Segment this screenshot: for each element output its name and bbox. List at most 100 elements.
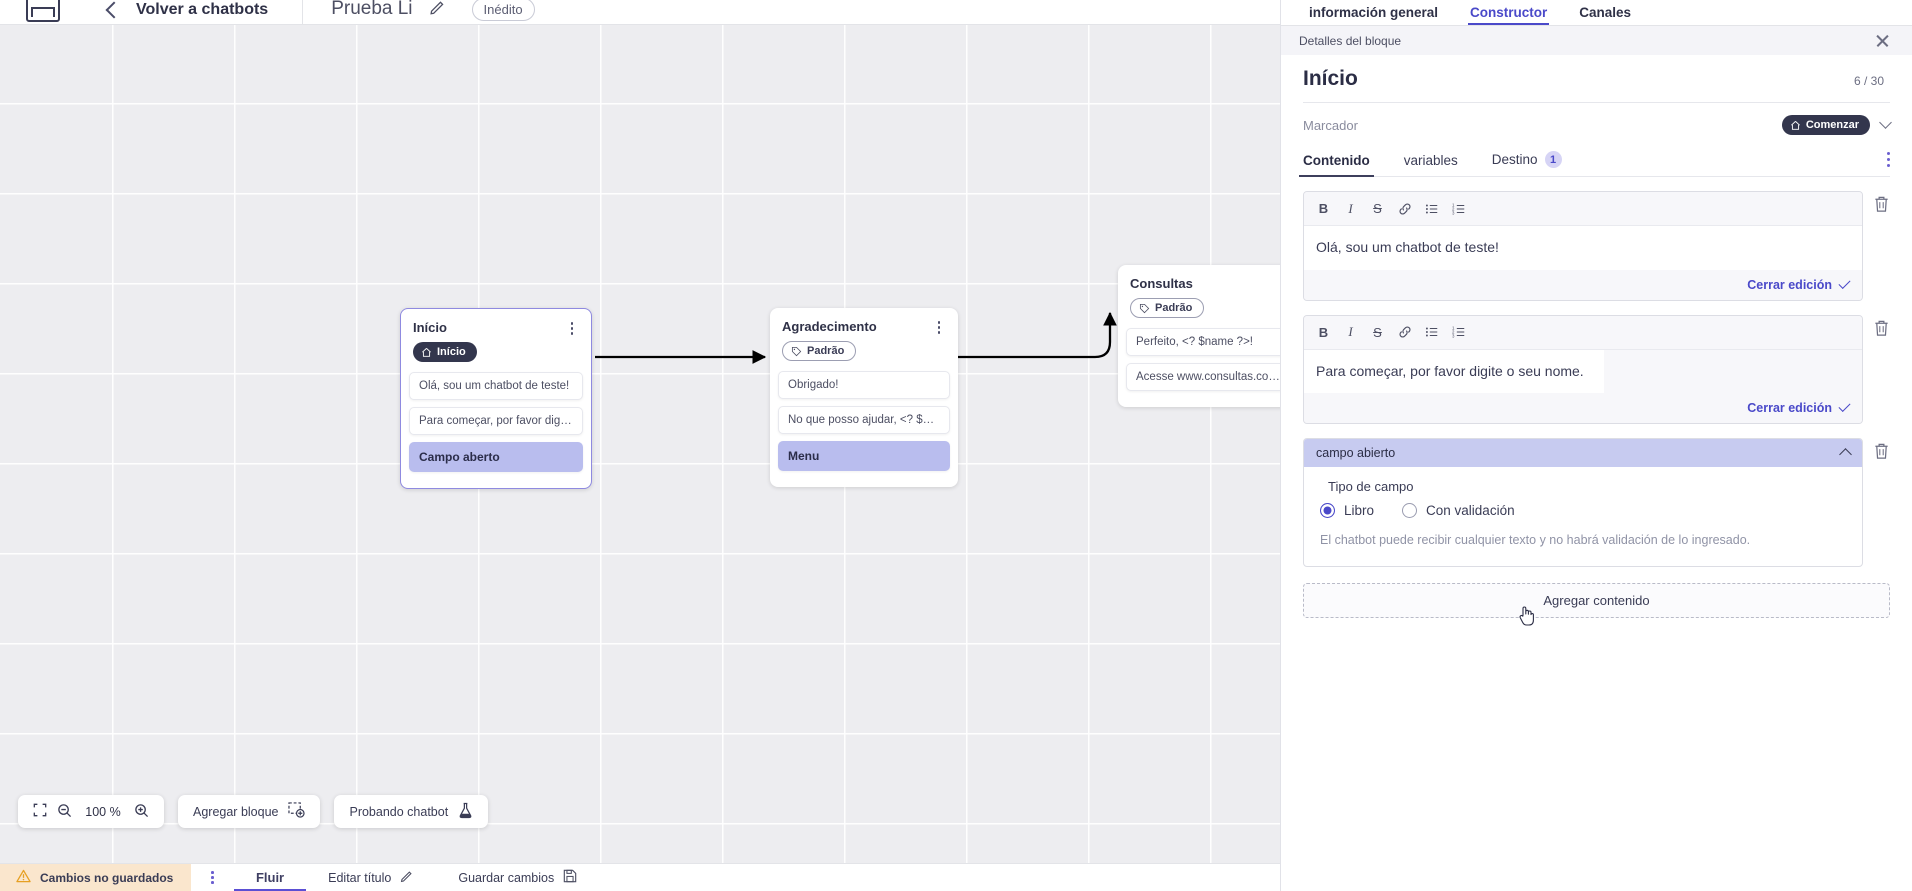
flow-node-consultas[interactable]: Consultas Padrão Perfeito, <? $name ?>! … <box>1118 265 1306 407</box>
editor-footer: Cerrar edición <box>1304 269 1862 300</box>
field-help-text: El chatbot puede recibir cualquier texto… <box>1320 533 1751 548</box>
test-chatbot-button[interactable]: Probando chatbot <box>334 795 489 828</box>
block-counter: 6 / 30 <box>1853 74 1884 88</box>
warning-triangle-icon <box>16 869 31 886</box>
node-message-row[interactable]: No que posso ajudar, <? $name ... <box>778 405 950 434</box>
status-menu-button[interactable] <box>191 864 234 891</box>
pencil-icon[interactable] <box>429 0 446 20</box>
open-field-header[interactable]: campo abierto <box>1304 439 1862 468</box>
editor-content[interactable]: Olá, sou um chatbot de teste! <box>1304 226 1862 270</box>
node-menu-button[interactable] <box>565 320 579 335</box>
flow-node-agradecimento[interactable]: Agradecimento Padrão Obrigado! No que po… <box>770 308 958 487</box>
marcador-label: Marcador <box>1303 117 1358 133</box>
open-field-body: Tipo de campo Libro Con validación <box>1304 467 1862 566</box>
canvas-toolbar: 100 % Agregar bloque Probando chatbot <box>18 795 489 828</box>
close-edit-link[interactable]: Cerrar edición <box>1747 277 1832 292</box>
node-badge-padrao: Padrão <box>1130 298 1205 318</box>
tab-variables[interactable]: variables <box>1403 153 1458 168</box>
node-badge-inicio: Início <box>413 342 477 362</box>
tab-fluir[interactable]: Fluir <box>233 864 307 891</box>
bullet-list-icon[interactable] <box>1418 198 1445 219</box>
node-message-row[interactable]: Para começar, por favor digite o ... <box>409 406 583 435</box>
fit-screen-icon[interactable] <box>33 803 47 820</box>
bullet-list-icon[interactable] <box>1418 322 1445 343</box>
italic-icon[interactable]: I <box>1348 324 1353 340</box>
block-details-panel: información general Constructor Canales … <box>1280 0 1912 891</box>
close-icon[interactable] <box>1875 33 1890 48</box>
node-message-row[interactable]: Menu <box>778 440 950 471</box>
node-title: Consultas <box>1130 276 1193 291</box>
status-badge: Inédito <box>471 0 535 21</box>
add-block-button[interactable]: Agregar bloque <box>178 795 321 828</box>
trash-icon[interactable] <box>1873 442 1890 460</box>
tag-icon <box>791 346 802 356</box>
save-changes-button[interactable]: Guardar cambios <box>436 864 599 891</box>
svg-text:2: 2 <box>1452 330 1455 335</box>
marcador-badge[interactable]: Comenzar <box>1781 115 1870 135</box>
node-badge-padrao: Padrão <box>782 341 857 361</box>
node-message-row[interactable]: Perfeito, <? $name ?>! <box>1126 327 1298 356</box>
page-title: Início <box>1303 67 1358 90</box>
editor-content[interactable]: Para começar, por favor digite o seu nom… <box>1304 349 1604 394</box>
trash-icon[interactable] <box>1873 195 1890 213</box>
node-header: Consultas <box>1118 265 1306 291</box>
pencil-icon <box>400 869 414 886</box>
node-badge-row: Início <box>401 335 591 372</box>
zoom-out-icon[interactable] <box>57 803 72 821</box>
radio-option-con-validacion[interactable]: Con validación <box>1402 503 1515 519</box>
node-badge-row: Padrão <box>770 334 958 371</box>
home-icon <box>1790 120 1800 130</box>
radio-option-libro[interactable]: Libro <box>1320 503 1375 519</box>
node-title: Agradecimento <box>782 319 877 334</box>
marcador-control[interactable]: Comenzar <box>1781 115 1892 135</box>
node-menu-button[interactable] <box>932 319 946 334</box>
link-icon[interactable] <box>1391 198 1418 219</box>
node-badge-row: Padrão <box>1118 291 1306 328</box>
app-logo-icon[interactable] <box>26 0 60 22</box>
strikethrough-icon[interactable]: S <box>1373 201 1382 216</box>
node-message-row[interactable]: Acesse www.consultas.com par... <box>1126 362 1298 391</box>
bold-icon[interactable]: B <box>1318 201 1329 216</box>
strikethrough-icon[interactable]: S <box>1373 324 1382 340</box>
tag-icon <box>1139 303 1150 313</box>
add-content-button[interactable]: Agregar contenido <box>1303 583 1890 626</box>
edit-title-button[interactable]: Editar título <box>306 864 436 891</box>
radio-icon[interactable] <box>1402 503 1418 519</box>
node-message-row[interactable]: Obrigado! <box>778 370 950 399</box>
tab-constructor[interactable]: Constructor <box>1454 5 1563 25</box>
chevron-left-icon[interactable] <box>105 1 123 19</box>
zoom-in-icon[interactable] <box>134 803 149 821</box>
node-header: Início <box>401 309 591 335</box>
trash-icon[interactable] <box>1873 319 1890 337</box>
tab-informacion-general[interactable]: información general <box>1309 5 1439 20</box>
svg-text:1: 1 <box>1452 326 1455 331</box>
close-edit-link[interactable]: Cerrar edición <box>1747 401 1832 416</box>
test-chatbot-label: Probando chatbot <box>349 804 449 819</box>
radio-label: Libro <box>1344 503 1375 519</box>
bot-name: Prueba Li <box>331 0 413 19</box>
field-type-label: Tipo de campo <box>1328 479 1414 495</box>
panel-overflow-menu-button[interactable] <box>1887 152 1890 174</box>
link-icon[interactable] <box>1391 322 1418 343</box>
svg-text:1: 1 <box>1452 202 1455 207</box>
radio-icon[interactable] <box>1320 503 1335 519</box>
tab-canales[interactable]: Canales <box>1579 5 1632 20</box>
italic-icon[interactable]: I <box>1348 200 1353 216</box>
panel-title-row: Início 6 / 30 <box>1281 55 1912 91</box>
node-message-row[interactable]: Campo aberto <box>409 441 583 472</box>
field-block: campo abierto Tipo de campo Libro <box>1303 438 1890 568</box>
back-to-chatbots-link[interactable]: Volver a chatbots <box>136 1 269 18</box>
chevron-up-icon[interactable] <box>1839 448 1852 462</box>
tab-destino[interactable]: Destino 1 <box>1492 151 1578 176</box>
bold-icon[interactable]: B <box>1318 324 1329 340</box>
node-message-row[interactable]: Olá, sou um chatbot de teste! <box>409 371 583 400</box>
tab-contenido[interactable]: Contenido <box>1299 153 1386 177</box>
chevron-down-icon[interactable] <box>1879 116 1892 129</box>
flow-node-inicio[interactable]: Início Início Olá, sou um chatbot de tes… <box>400 308 592 489</box>
